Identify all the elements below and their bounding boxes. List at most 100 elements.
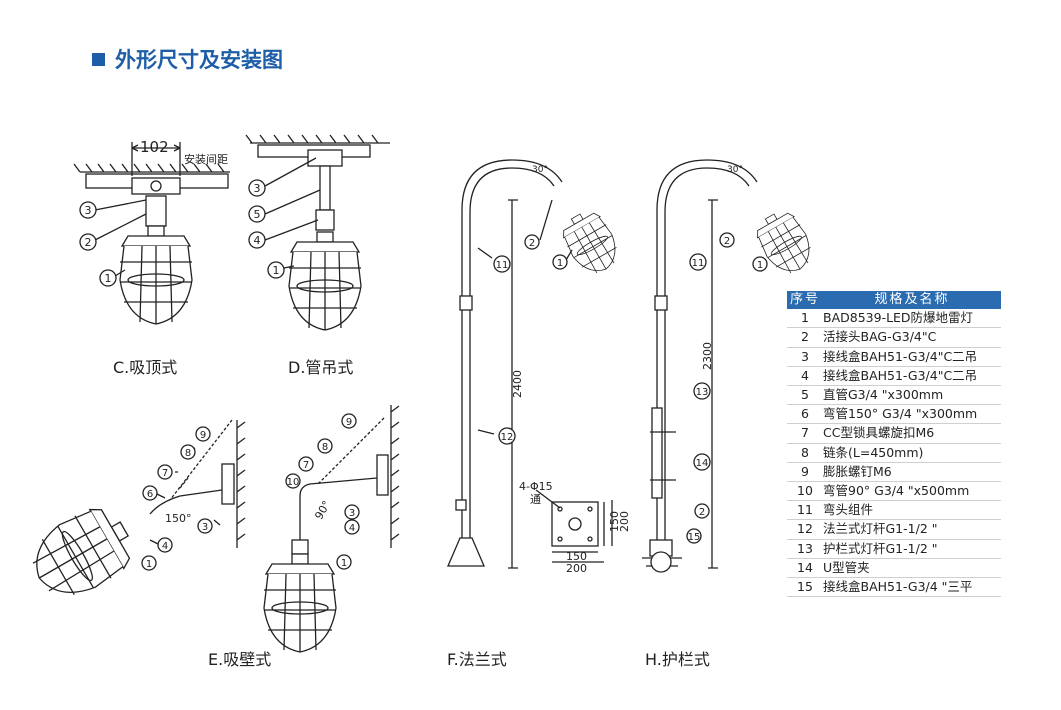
- svg-text:8: 8: [322, 442, 328, 453]
- row-name: 直管G3/4 "x300mm: [823, 385, 1001, 406]
- row-name: 法兰式灯杆G1-1/2 ": [823, 519, 1001, 540]
- svg-text:12: 12: [501, 432, 514, 443]
- svg-text:14: 14: [696, 458, 709, 469]
- angle-30-label-h: 30°: [727, 165, 743, 175]
- angle-150-label: 150°: [165, 512, 192, 525]
- through-label: 通: [530, 493, 541, 506]
- figure-e-right: [263, 405, 400, 653]
- figure-d: [245, 134, 390, 331]
- row-name: 弯管90° G3/4 "x500mm: [823, 481, 1001, 502]
- figure-c: [73, 142, 230, 325]
- row-number: 5: [787, 385, 823, 406]
- angle-90-label: 90°: [312, 498, 333, 521]
- svg-text:2: 2: [724, 236, 730, 247]
- row-number: 12: [787, 519, 823, 540]
- svg-text:4: 4: [254, 234, 261, 247]
- spacing-value: 102: [140, 138, 169, 156]
- row-name: 膨胀螺钉M6: [823, 462, 1001, 483]
- row-number: 6: [787, 404, 823, 425]
- dim-200-vertical: 200: [618, 511, 631, 532]
- svg-text:4: 4: [162, 541, 168, 552]
- svg-text:1: 1: [341, 558, 347, 569]
- svg-text:6: 6: [147, 489, 153, 500]
- height-2300: 2300: [701, 342, 714, 370]
- svg-text:5: 5: [254, 208, 261, 221]
- svg-text:3: 3: [349, 508, 355, 519]
- svg-text:3: 3: [202, 522, 208, 533]
- row-number: 4: [787, 366, 823, 387]
- row-name: 弯管150° G3/4 "x300mm: [823, 404, 1001, 425]
- svg-text:13: 13: [696, 387, 709, 398]
- square-bullet-icon: [92, 52, 105, 66]
- dim-150-vertical: 150: [608, 511, 621, 532]
- svg-text:3: 3: [85, 204, 92, 217]
- svg-text:7: 7: [162, 468, 168, 479]
- svg-text:11: 11: [496, 260, 509, 271]
- row-number: 15: [787, 577, 823, 598]
- svg-text:1: 1: [105, 272, 112, 285]
- row-name: 活接头BAG-G3/4"C: [823, 327, 1001, 348]
- caption-e: E.吸壁式: [208, 650, 272, 669]
- caption-h: H.护栏式: [645, 650, 710, 669]
- row-number: 8: [787, 443, 823, 463]
- svg-text:3: 3: [254, 182, 261, 195]
- figure-f: [447, 159, 626, 569]
- row-name: 接线盒BAH51-G3/4"C二吊: [823, 347, 1001, 367]
- holes-label: 4-Φ15: [519, 480, 553, 493]
- svg-text:2: 2: [699, 507, 705, 518]
- row-name: CC型锁具螺旋扣M6: [823, 423, 1001, 444]
- svg-text:8: 8: [185, 448, 191, 459]
- figure-h: [642, 159, 820, 573]
- parts-table-header: 序号 规格及名称: [787, 291, 1001, 310]
- section-title: 外形尺寸及安装图: [92, 44, 283, 74]
- dim-200-horizontal: 200: [566, 562, 587, 575]
- angle-30-label-f: 30°: [532, 165, 548, 175]
- svg-text:2: 2: [529, 238, 535, 249]
- svg-text:1: 1: [146, 559, 152, 570]
- svg-text:1: 1: [757, 260, 763, 271]
- section-title-text: 外形尺寸及安装图: [115, 48, 283, 72]
- dim-150-horizontal: 150: [566, 550, 587, 563]
- col-no-header: 序号: [787, 291, 823, 310]
- row-number: 13: [787, 539, 823, 559]
- col-name-header: 规格及名称: [823, 291, 1001, 310]
- caption-c: C.吸顶式: [113, 358, 178, 377]
- svg-text:9: 9: [346, 417, 352, 428]
- caption-d: D.管吊式: [288, 358, 354, 377]
- row-name: U型管夹: [823, 558, 1001, 579]
- row-name: 接线盒BAH51-G3/4"C二吊: [823, 366, 1001, 387]
- row-number: 1: [787, 309, 823, 329]
- row-number: 14: [787, 558, 823, 579]
- figure-e-left: [20, 419, 246, 610]
- svg-text:10: 10: [287, 477, 300, 488]
- svg-text:15: 15: [688, 532, 701, 543]
- row-number: 2: [787, 327, 823, 348]
- row-name: BAD8539-LED防爆地雷灯: [823, 309, 1001, 329]
- height-2400: 2400: [511, 370, 524, 398]
- row-number: 3: [787, 347, 823, 367]
- row-name: 弯头组件: [823, 500, 1001, 521]
- svg-text:11: 11: [692, 258, 705, 269]
- svg-text:1: 1: [557, 258, 563, 269]
- row-number: 7: [787, 423, 823, 444]
- spacing-label: 安装间距: [184, 152, 228, 166]
- row-number: 10: [787, 481, 823, 502]
- caption-f: F.法兰式: [447, 650, 507, 669]
- svg-text:9: 9: [200, 430, 206, 441]
- row-number: 11: [787, 500, 823, 521]
- svg-text:7: 7: [303, 460, 309, 471]
